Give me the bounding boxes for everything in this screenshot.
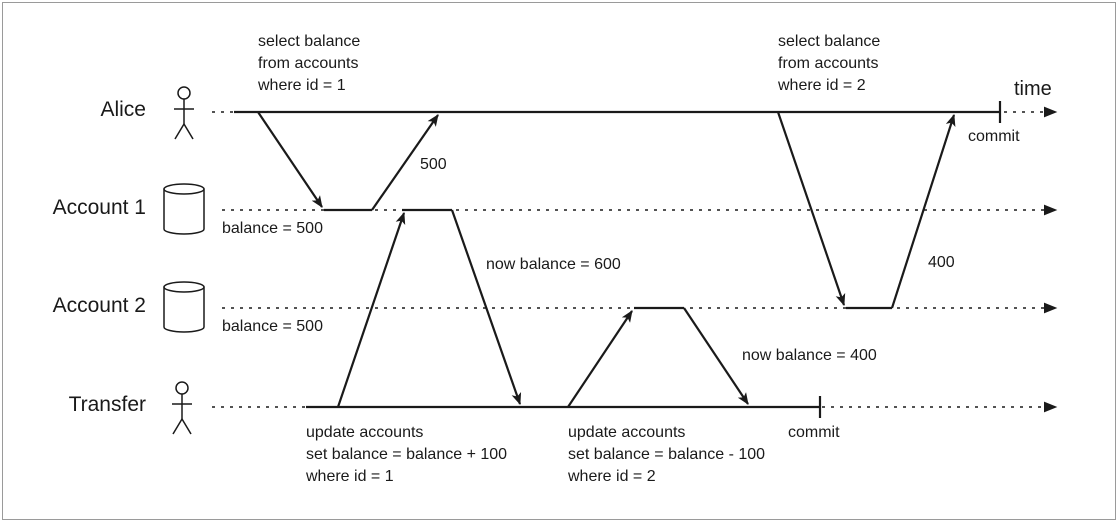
- alice-commit-label: commit: [968, 128, 1020, 145]
- person-icon: [174, 86, 194, 140]
- alice-query2-line1: select balance: [778, 33, 881, 50]
- alice-query1-line1: select balance: [258, 33, 361, 50]
- alice-query1-line2: from accounts: [258, 55, 359, 72]
- arrow-transfer-update2: [567, 310, 633, 408]
- reply-500-label: 500: [420, 156, 447, 173]
- active-segments: [234, 101, 1002, 418]
- update2-line1: update accounts: [568, 424, 686, 441]
- update2-line2: set balance = balance - 100: [568, 446, 766, 463]
- reply-400-label: 400: [928, 254, 955, 271]
- lane-label-account1: Account 1: [52, 196, 146, 219]
- alice-query1-line3: where id = 1: [258, 77, 346, 94]
- database-icon: [163, 183, 205, 235]
- database-icon: [163, 281, 205, 333]
- arrow-alice-query2: [776, 111, 846, 306]
- arrow-transfer-update1: [336, 212, 406, 408]
- account1-balance-label: balance = 500: [222, 220, 323, 237]
- update1-line3: where id = 1: [306, 468, 394, 485]
- alice-query2-text: select balance from accounts where id = …: [778, 31, 880, 97]
- arrow-account2-reply-400: [890, 114, 956, 309]
- update2-text: update accounts set balance = balance - …: [568, 422, 765, 488]
- arrow-alice-query1: [257, 111, 323, 208]
- update1-line2: set balance = balance + 100: [306, 446, 508, 463]
- lane-label-transfer: Transfer: [68, 393, 146, 416]
- lane-label-alice: Alice: [100, 98, 146, 121]
- alice-query2-line2: from accounts: [778, 55, 879, 72]
- transfer-commit-label: commit: [788, 424, 840, 441]
- update2-line3: where id = 2: [568, 468, 656, 485]
- alice-query1-text: select balance from accounts where id = …: [258, 31, 360, 97]
- alice-query2-line3: where id = 2: [778, 77, 866, 94]
- arrow-account2-ack: [683, 307, 749, 405]
- account2-balance-label: balance = 500: [222, 318, 323, 335]
- person-icon: [172, 381, 192, 435]
- time-axis-label: time: [1014, 78, 1052, 100]
- arrow-account1-reply-500: [371, 114, 439, 211]
- message-arrows: [257, 111, 956, 408]
- update1-line1: update accounts: [306, 424, 424, 441]
- account2-now-balance-label: now balance = 400: [742, 347, 877, 364]
- update1-text: update accounts set balance = balance + …: [306, 422, 507, 488]
- arrow-account1-ack: [450, 209, 522, 405]
- account1-now-balance-label: now balance = 600: [486, 256, 621, 273]
- lane-label-account2: Account 2: [52, 294, 146, 317]
